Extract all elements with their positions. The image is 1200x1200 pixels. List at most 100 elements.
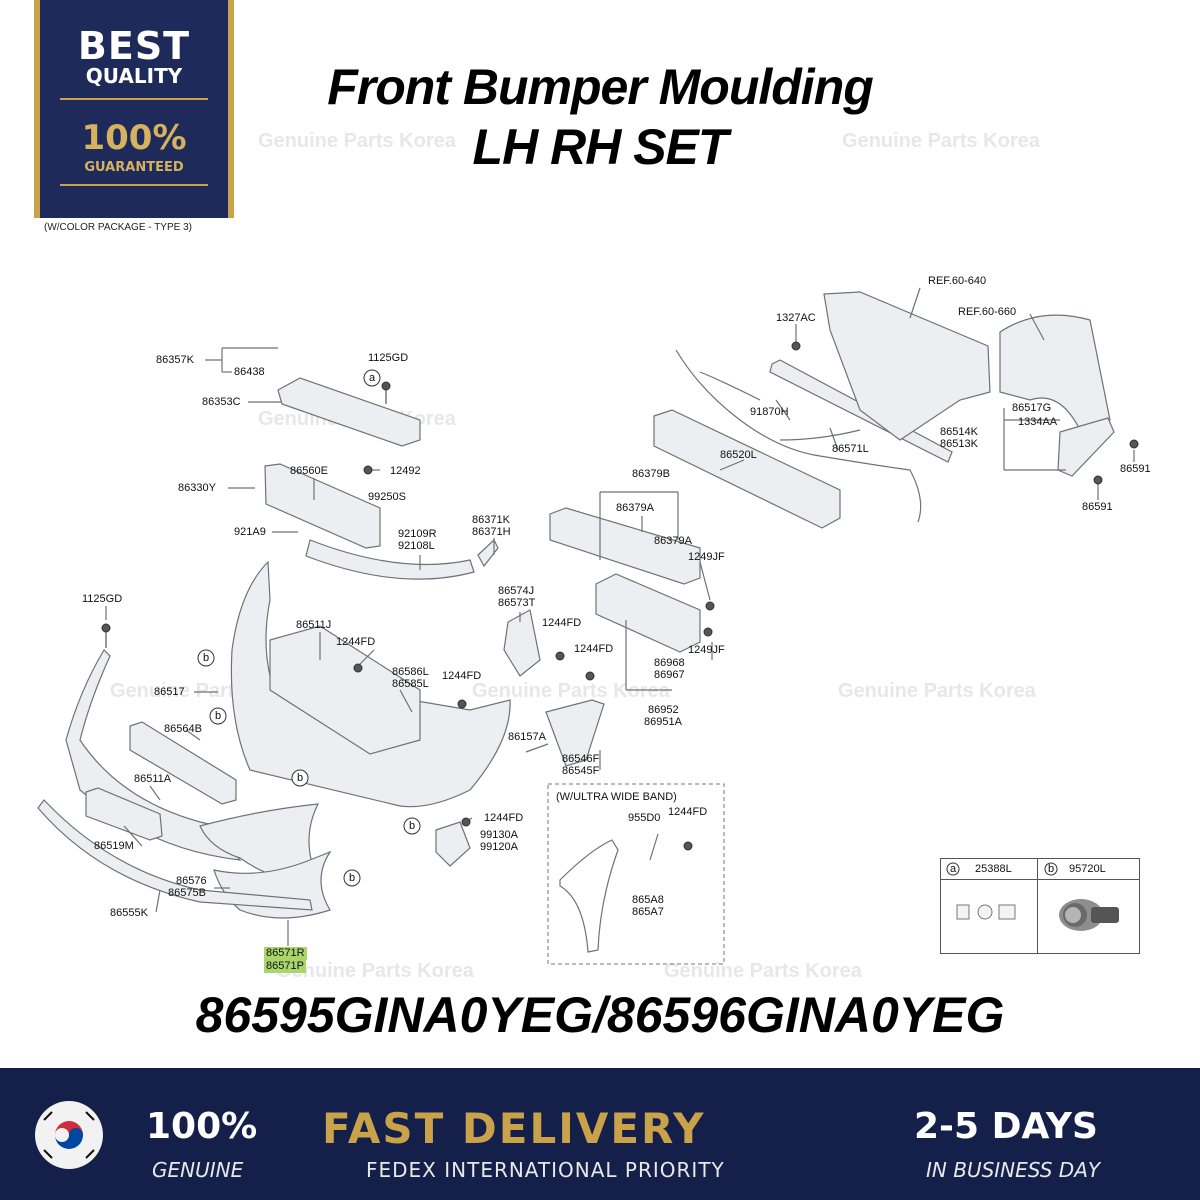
callout-b-letter: b [409,820,416,832]
part-label: 86353C [202,396,241,408]
part-label: 12492 [390,465,421,477]
highlighted-part-label: 86571P [264,960,306,973]
callout-a-letter: a [369,372,376,384]
upper-cover-part [277,377,421,447]
callout-a [363,369,381,387]
part-label: 1125GD [368,352,409,364]
part-label: 86585L [392,678,429,690]
part-label: 92108L [398,540,435,552]
part-label: 86517 [154,686,185,698]
part-label: 86371K [472,514,510,526]
part-label: 865A8 [632,894,664,906]
part-label: 1244FD [336,636,376,648]
bolt-icon [461,817,471,827]
part-label: 99120A [480,841,518,853]
legend-a-key: a [950,863,957,875]
watermark: Genuine Parts Korea [472,680,670,702]
part-label: 86576 [176,875,207,887]
bolt-icon [703,627,713,637]
badge-divider [60,98,208,100]
part-label: 99250S [368,491,406,503]
bolt-icon [1129,439,1139,449]
badge-quality: QUALITY [85,64,183,88]
callout-b-letter: b [215,710,222,722]
callout-b [291,769,309,787]
absorber-part [269,625,421,755]
license-plate-bracket-part [85,787,163,841]
part-label: 955D0 [628,812,661,824]
genuine-text: GENUINE [152,1158,244,1182]
callout-b [197,649,215,667]
part-label: 86379A [616,502,654,514]
radiator-support-part [823,291,991,441]
part-label: 86591 [1120,463,1151,475]
part-label: 86438 [234,366,265,378]
highlighted-part-label: 86571R [264,947,307,960]
product-subtitle: LH RH SET [472,119,729,175]
uwb-option-box [547,783,725,965]
part-label: 86564B [164,723,202,735]
color-package-note: (W/COLOR PACKAGE - TYPE 3) [44,222,192,233]
sensor-icon [1059,899,1119,931]
legend-divider [1037,859,1038,953]
bolt-icon [683,841,693,851]
badge-percent: 100% [81,118,187,158]
part-label: REF.60-660 [958,306,1017,318]
legend-b-part: 95720L [1069,863,1106,875]
shipping-banner: 100% GENUINE FAST DELIVERY FEDEX INTERNA… [0,1068,1200,1200]
bolt-icon [555,651,565,661]
delivery-days: 2-5 DAYS [914,1106,1098,1147]
part-label: 86571L [832,443,869,455]
side-bracket-part [503,609,541,677]
radar-mount-part [549,507,701,585]
bolt-icon [381,381,391,391]
part-label: 86546F [562,753,600,765]
part-label: 86157A [508,731,546,743]
warning-label-icon [956,904,1016,920]
legend-divider [941,879,1139,880]
badge-best: BEST [77,24,191,68]
bolt-icon [363,465,373,475]
korea-flag-icon [35,1101,103,1169]
part-label: 1244FD [542,617,582,629]
badge-divider-bottom [60,184,208,186]
callout-b [209,707,227,725]
bolt-icon [791,341,801,351]
business-day-text: IN BUSINESS DAY [926,1158,1101,1182]
genuine-percent: 100% [146,1106,258,1147]
part-label: 86575B [168,887,206,899]
part-label: 86952 [648,704,679,716]
legend-table: a 25388L b 95720L [940,858,1140,954]
watermark: Genuine Parts Korea [258,130,456,152]
watermark: Genuine Parts Korea [276,960,474,982]
bolt-icon [353,663,363,673]
part-label: 86560E [290,465,328,477]
best-quality-badge: BEST QUALITY 100% GUARANTEED [34,0,234,218]
part-label: 86513K [940,438,978,450]
fedex-text: FEDEX INTERNATIONAL PRIORITY [366,1158,725,1182]
fast-delivery-heading: FAST DELIVERY [322,1104,706,1153]
part-label: 86517G [1012,402,1052,414]
radar-module-part [595,573,701,653]
part-label: 1244FD [442,670,482,682]
bolt-icon [457,699,467,709]
callout-b-letter: b [349,872,356,884]
part-label: 91870H [750,406,789,418]
part-label: 86511J [296,619,332,631]
part-label: 86573T [498,597,536,609]
callout-b-letter: b [297,772,304,784]
part-label: 86379B [632,468,670,480]
part-label: 1334AA [1018,416,1058,428]
part-label: 86555K [110,907,148,919]
part-label: 99130A [480,829,518,841]
bolt-icon [1093,475,1103,485]
part-label: REF.60-640 [928,275,987,287]
part-label: 86967 [654,669,685,681]
bumper-beam-part [653,409,841,529]
part-label: 1249JF [688,644,725,656]
part-label: 86951A [644,716,682,728]
callout-b [343,869,361,887]
wiring-harness-part [675,349,922,523]
